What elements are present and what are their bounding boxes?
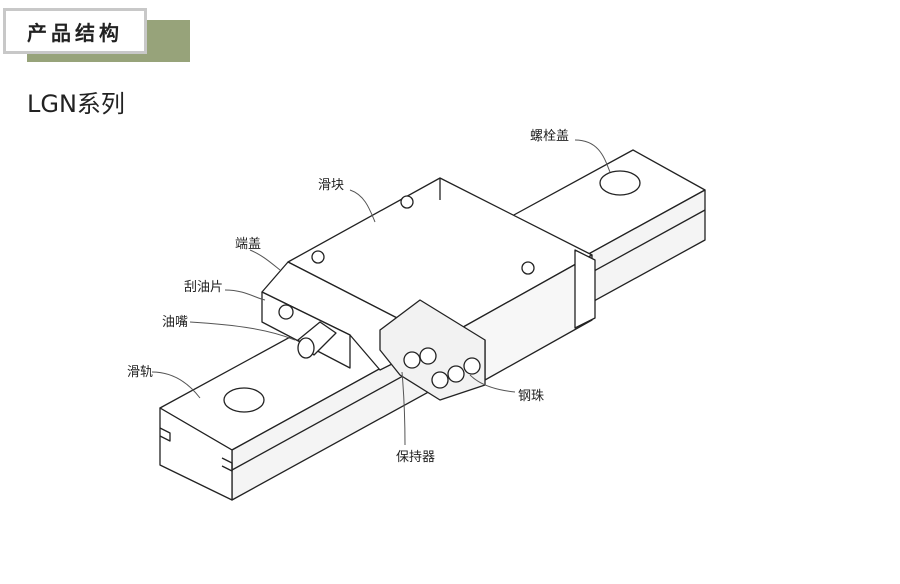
- section-title: 产品结构: [3, 8, 147, 54]
- label-end-cap: 端盖: [235, 237, 262, 252]
- grease-nipple: [278, 304, 337, 359]
- label-retainer: 保持器: [396, 450, 436, 465]
- label-bolt-cap: 螺栓盖: [530, 129, 570, 144]
- rail-bolt-hole-back: [599, 170, 641, 196]
- label-steel-ball: 钢珠: [518, 389, 545, 404]
- label-block: 滑块: [318, 178, 345, 193]
- series-title: LGN系列: [27, 90, 125, 118]
- block: [261, 177, 596, 401]
- label-scraper: 刮油片: [184, 280, 224, 295]
- leader-lines: [151, 139, 611, 446]
- steel-balls: [403, 347, 481, 389]
- rail-bolt-hole-front: [223, 387, 265, 413]
- label-rail: 滑轨: [127, 365, 154, 380]
- label-grease-nipple: 油嘴: [162, 315, 189, 330]
